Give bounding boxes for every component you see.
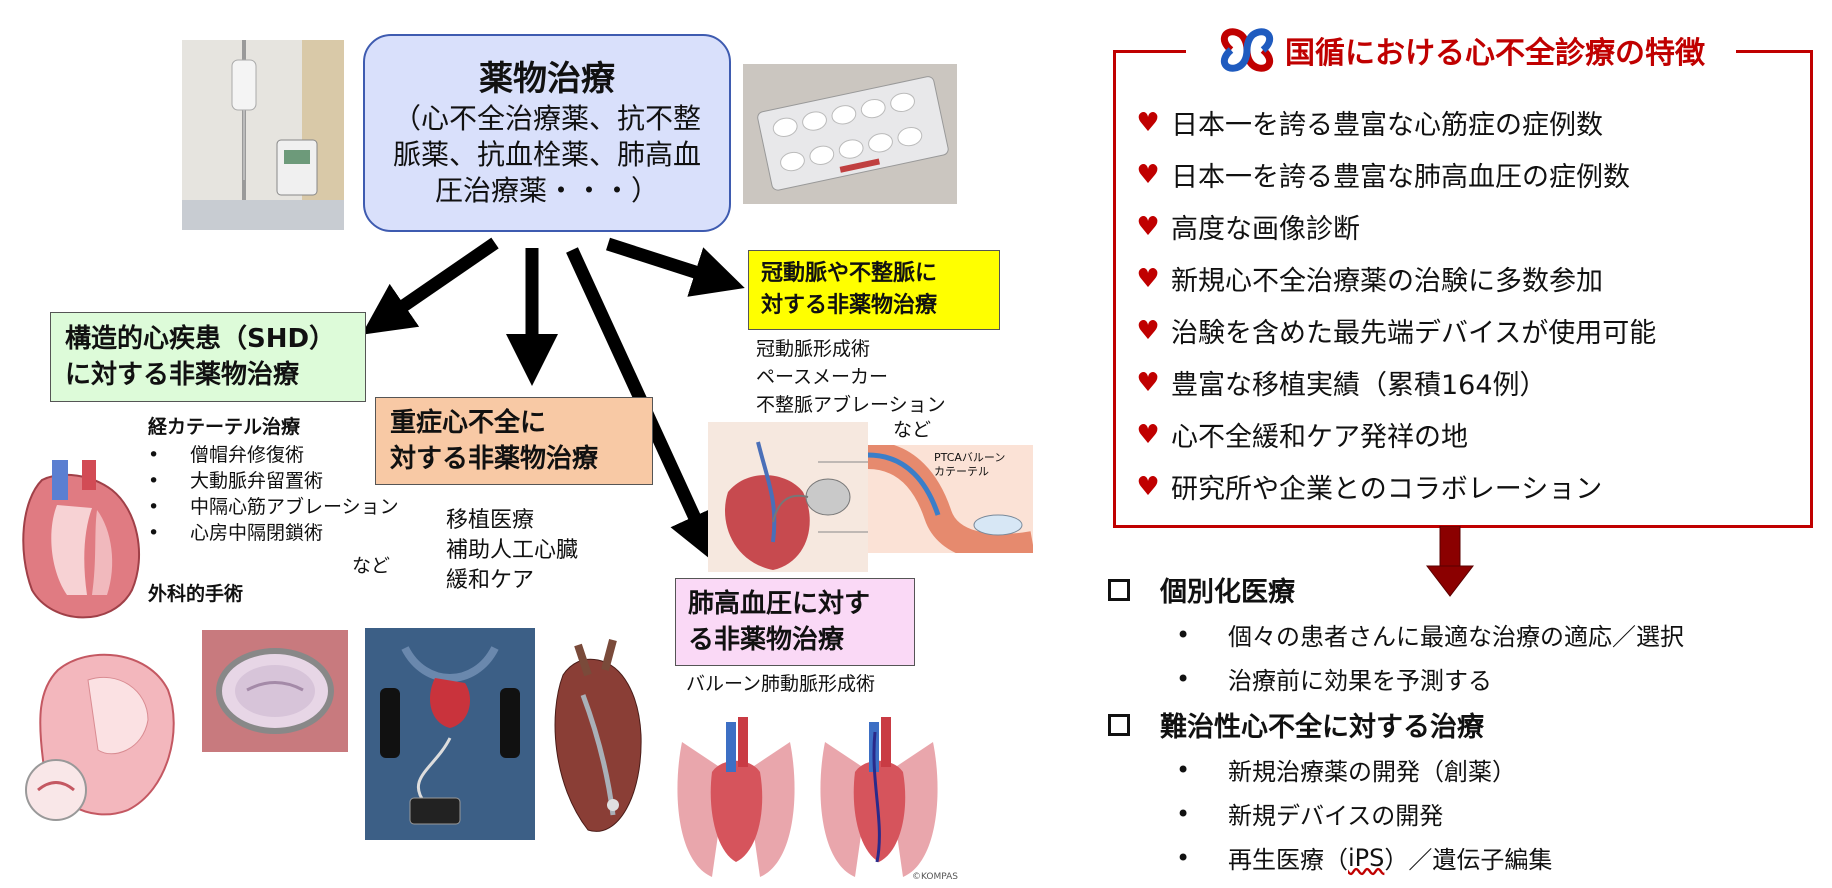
heart-device-illustration (543, 635, 648, 845)
heart-bullet-icon: ♥ (1136, 107, 1160, 138)
lvad-illustration (365, 628, 535, 840)
list-item: 移植医療 (446, 508, 535, 533)
drug-therapy-line-3: 圧治療薬・・・） (434, 174, 659, 207)
severe-hf-line-2: 対する非薬物治療 (390, 444, 599, 474)
feature-item: ♥ 心不全緩和ケア発祥の地 (1125, 415, 1468, 454)
arrow-to-coronary (606, 237, 745, 297)
ncvc-logo-icon (1220, 28, 1274, 72)
severe-hf-box: 重症心不全に 対する非薬物治療 (375, 397, 653, 485)
heart-bullet-icon: ♥ (1136, 159, 1160, 190)
feature-item: ♥ 日本一を誇る豊富な肺高血圧の症例数 (1125, 155, 1630, 194)
refractory-heading-row: 難治性心不全に対する治療 (1108, 705, 1484, 744)
shd-etc: など (352, 555, 391, 577)
feature-item: ♥ 高度な画像診断 (1125, 207, 1360, 246)
feature-item: ♥ 日本一を誇る豊富な心筋症の症例数 (1125, 103, 1603, 142)
severe-hf-list: 移植医療 補助人工心臓 緩和ケア (446, 506, 578, 596)
coronary-line-1: 冠動脈や不整脈に (761, 261, 938, 286)
surgery-heading: 外科的手術 (148, 583, 244, 605)
coronary-line-2: 対する非薬物治療 (761, 293, 938, 318)
catheter-list: •僧帽弁修復術 •大動脈弁留置術 •中隔心筋アブレーション •心房中隔閉鎖術 (148, 442, 399, 546)
lung-illustration-1 (672, 712, 800, 880)
list-item: •新規治療薬の開発（創薬） (1176, 755, 1516, 787)
feature-item: ♥ 新規心不全治療薬の治験に多数参加 (1125, 259, 1603, 298)
heart-bullet-icon: ♥ (1136, 263, 1160, 294)
pulmonary-line-1: 肺高血圧に対す (688, 589, 871, 619)
heart-bullet-icon: ♥ (1136, 419, 1160, 450)
square-bullet-icon (1108, 713, 1130, 736)
pulmonary-box: 肺高血圧に対す る非薬物治療 (675, 578, 915, 666)
personalized-heading: 個別化医療 (1160, 577, 1295, 608)
coronary-list: 冠動脈形成術 ペースメーカー 不整脈アブレーション (756, 335, 946, 419)
list-item: •新規デバイスの開発 (1176, 799, 1444, 831)
drug-therapy-line-2: 脈薬、抗血栓薬、肺高血 (392, 138, 701, 171)
list-item: •中隔心筋アブレーション (148, 496, 399, 518)
list-item: •僧帽弁修復術 (148, 444, 305, 466)
refractory-heading: 難治性心不全に対する治療 (1160, 712, 1484, 743)
features-panel-title: 国循における心不全診療の特徴 (1285, 36, 1705, 71)
heart-bullet-icon: ♥ (1136, 315, 1160, 346)
drug-therapy-box: 薬物治療 （心不全治療薬、抗不整 脈薬、抗血栓薬、肺高血 圧治療薬・・・） (363, 34, 731, 232)
list-item: 緩和ケア (446, 568, 535, 593)
feature-item: ♥ 研究所や企業とのコラボレーション (1125, 467, 1602, 506)
feature-item: ♥ 治験を含めた最先端デバイスが使用可能 (1125, 311, 1656, 350)
personalized-heading-row: 個別化医療 (1108, 570, 1295, 609)
drug-therapy-line-1: （心不全治療薬、抗不整 (392, 102, 701, 135)
list-item: 補助人工心臓 (446, 538, 579, 563)
heart-bullet-icon: ♥ (1136, 211, 1160, 242)
annuloplasty-ring-photo (202, 630, 348, 752)
drug-therapy-title: 薬物治療 (479, 59, 615, 99)
list-item: 不整脈アブレーション (756, 394, 946, 416)
list-item: •治療前に効果を予測する (1176, 664, 1492, 696)
arrow-to-pulmonary (566, 247, 718, 564)
list-item: 冠動脈形成術 (756, 338, 871, 360)
ptca-balloon-illustration: PTCAバルーン カテーテル (868, 445, 1033, 553)
down-arrow-icon (1425, 526, 1475, 597)
coronary-box: 冠動脈や不整脈に 対する非薬物治療 (748, 250, 1000, 330)
heart-bullet-icon: ♥ (1136, 471, 1160, 502)
severe-hf-line-1: 重症心不全に (390, 408, 547, 438)
pacemaker-illustration (708, 422, 868, 572)
pulmonary-item: バルーン肺動脈形成術 (686, 673, 876, 695)
kompas-credit: ©KOMPAS (912, 872, 958, 882)
shd-box: 構造的心疾患（SHD） に対する非薬物治療 (50, 312, 366, 402)
ptca-label-2: カテーテル (934, 465, 989, 478)
list-item: •個々の患者さんに最適な治療の適応／選択 (1176, 620, 1684, 652)
features-panel-header: 国循における心不全診療の特徴 (1186, 24, 1736, 76)
shd-line-1: 構造的心疾患（SHD） (65, 324, 336, 354)
coronary-etc: など (893, 419, 932, 441)
catheter-heading: 経カテーテル治療 (148, 416, 301, 438)
shd-line-2: に対する非薬物治療 (65, 360, 300, 390)
list-item: •大動脈弁留置術 (148, 470, 324, 492)
square-bullet-icon (1108, 578, 1130, 601)
list-item: • 再生医療（iPS）／遺伝子編集 (1176, 843, 1553, 875)
heart-cross-section-illustration (12, 460, 150, 630)
pulmonary-line-2: る非薬物治療 (688, 625, 845, 655)
iv-drip-photo (182, 40, 344, 230)
ptca-label-1: PTCAバルーン (934, 451, 1006, 464)
arrow-to-shd (361, 237, 499, 335)
lung-illustration-2 (815, 712, 943, 880)
mitral-valve-illustration (18, 640, 183, 825)
list-item: •心房中隔閉鎖術 (148, 522, 324, 544)
pills-photo (743, 64, 957, 204)
feature-item: ♥ 豊富な移植実績（累積164例） (1125, 363, 1546, 402)
heart-bullet-icon: ♥ (1136, 367, 1160, 398)
list-item: ペースメーカー (756, 366, 889, 388)
